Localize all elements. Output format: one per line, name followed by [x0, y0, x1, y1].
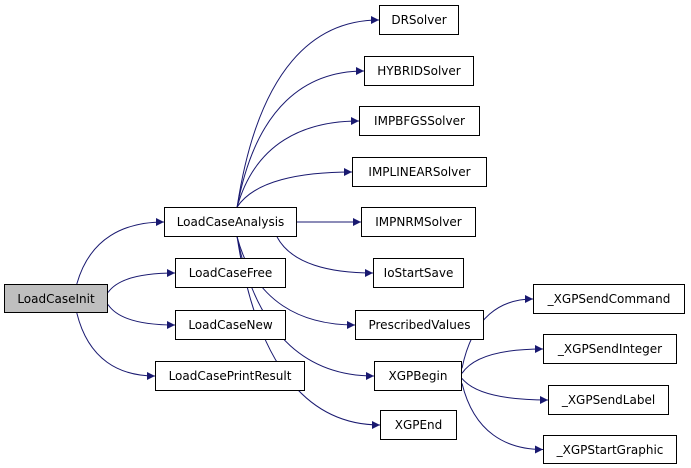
- edge-xgpbegin-to-sendcmd: [461, 295, 534, 369]
- node-loadcasenew[interactable]: LoadCaseNew: [175, 310, 286, 340]
- edge-root-to-analysis: [76, 218, 165, 285]
- node-implinearsolver[interactable]: IMPLINEARSolver: [352, 157, 487, 187]
- edge-root-to-print: [76, 312, 156, 380]
- node-prescribedvalues[interactable]: PrescribedValues: [355, 310, 484, 340]
- edge-analysis-to-iostart: [276, 236, 374, 277]
- node-impbfgssolver[interactable]: IMPBFGSSolver: [359, 106, 480, 136]
- node-iostartsave[interactable]: IoStartSave: [373, 258, 464, 288]
- node-loadcaseinit[interactable]: LoadCaseInit: [4, 284, 108, 313]
- edge-xgpbegin-to-sendint: [461, 345, 544, 374]
- node-xgpsendinteger[interactable]: _XGPSendInteger: [543, 334, 677, 364]
- edge-root-to-free: [107, 269, 176, 293]
- node-xgpsendlabel[interactable]: _XGPSendLabel: [548, 385, 669, 415]
- edge-analysis-to-implinear: [236, 168, 353, 208]
- node-xgpbegin[interactable]: XGPBegin: [374, 361, 462, 391]
- node-xgpstartgraphic[interactable]: _XGPStartGraphic: [543, 435, 677, 464]
- node-loadcaseanalysis[interactable]: LoadCaseAnalysis: [164, 207, 297, 237]
- node-xgpsendcommand[interactable]: _XGPSendCommand: [533, 284, 685, 314]
- edge-xgpbegin-to-sendlabel: [461, 378, 549, 404]
- edge-analysis-to-dr: [236, 16, 380, 208]
- edge-root-to-new: [107, 304, 176, 329]
- node-loadcaseprintresult[interactable]: LoadCasePrintResult: [155, 361, 305, 391]
- edge-analysis-to-hybrid: [236, 67, 365, 208]
- node-loadcasefree[interactable]: LoadCaseFree: [175, 258, 286, 288]
- node-drsolver[interactable]: DRSolver: [379, 5, 459, 35]
- edge-xgpbegin-to-startgfx: [461, 383, 544, 454]
- edge-analysis-to-impbfgs: [236, 117, 360, 208]
- node-hybridsolver[interactable]: HYBRIDSolver: [364, 56, 474, 86]
- node-xgpend[interactable]: XGPEnd: [380, 410, 457, 440]
- node-impnrmsolver[interactable]: IMPNRMSolver: [361, 207, 476, 237]
